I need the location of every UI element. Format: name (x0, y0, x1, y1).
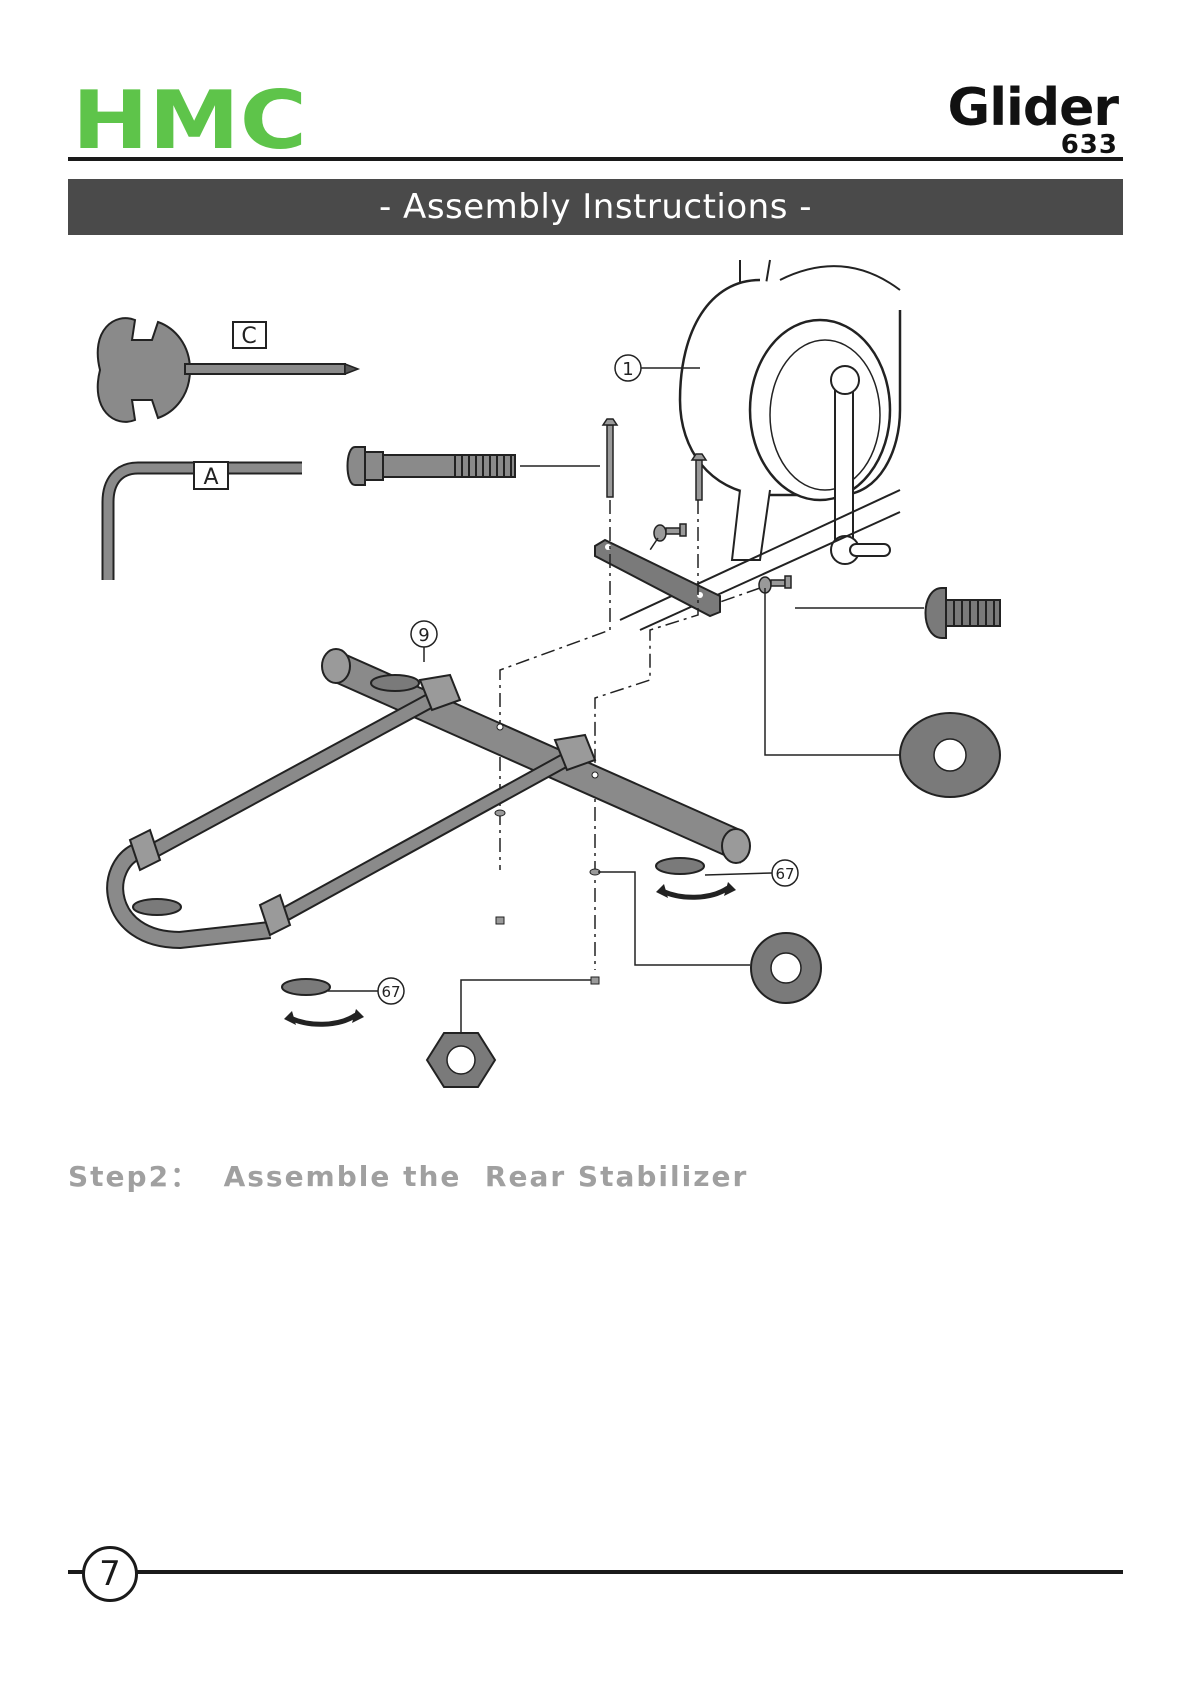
product-name: Glider (948, 82, 1118, 134)
hex-nut-icon (427, 1033, 495, 1087)
button-head-bolt-icon (926, 588, 1001, 638)
section-banner: - Assembly Instructions - (68, 179, 1123, 235)
tool-c-label: C (241, 324, 256, 349)
small-washer-nut-icon (495, 810, 600, 984)
assembly-diagram-svg: C A (60, 250, 1040, 1100)
footer-divider (68, 1570, 1123, 1574)
callout-67-left: 67 (381, 983, 400, 1001)
step-title: Step2： Assemble the Rear Stabilizer (68, 1155, 748, 1195)
assembly-diagram: C A (60, 250, 1040, 1100)
callout-67-right: 67 (775, 865, 794, 883)
rear-stabilizer-icon (115, 649, 750, 940)
hmc-logo-graphic: HMC (72, 86, 307, 152)
brand-logo: HMC (72, 86, 307, 152)
product-title: Glider 633 (948, 82, 1118, 158)
banner-title: - Assembly Instructions - (379, 187, 812, 227)
tool-a-label: A (203, 465, 218, 490)
brand-logo-text: HMC (72, 86, 307, 152)
wrench-tool-icon (98, 318, 358, 422)
page-number: 7 (82, 1546, 138, 1602)
carriage-bolt-icon (348, 447, 516, 485)
rotate-arrow-icon (284, 882, 736, 1025)
callout-1: 1 (622, 359, 633, 380)
header-divider (68, 157, 1123, 161)
bracket-plate-icon (595, 540, 720, 616)
callout-9: 9 (418, 625, 429, 646)
